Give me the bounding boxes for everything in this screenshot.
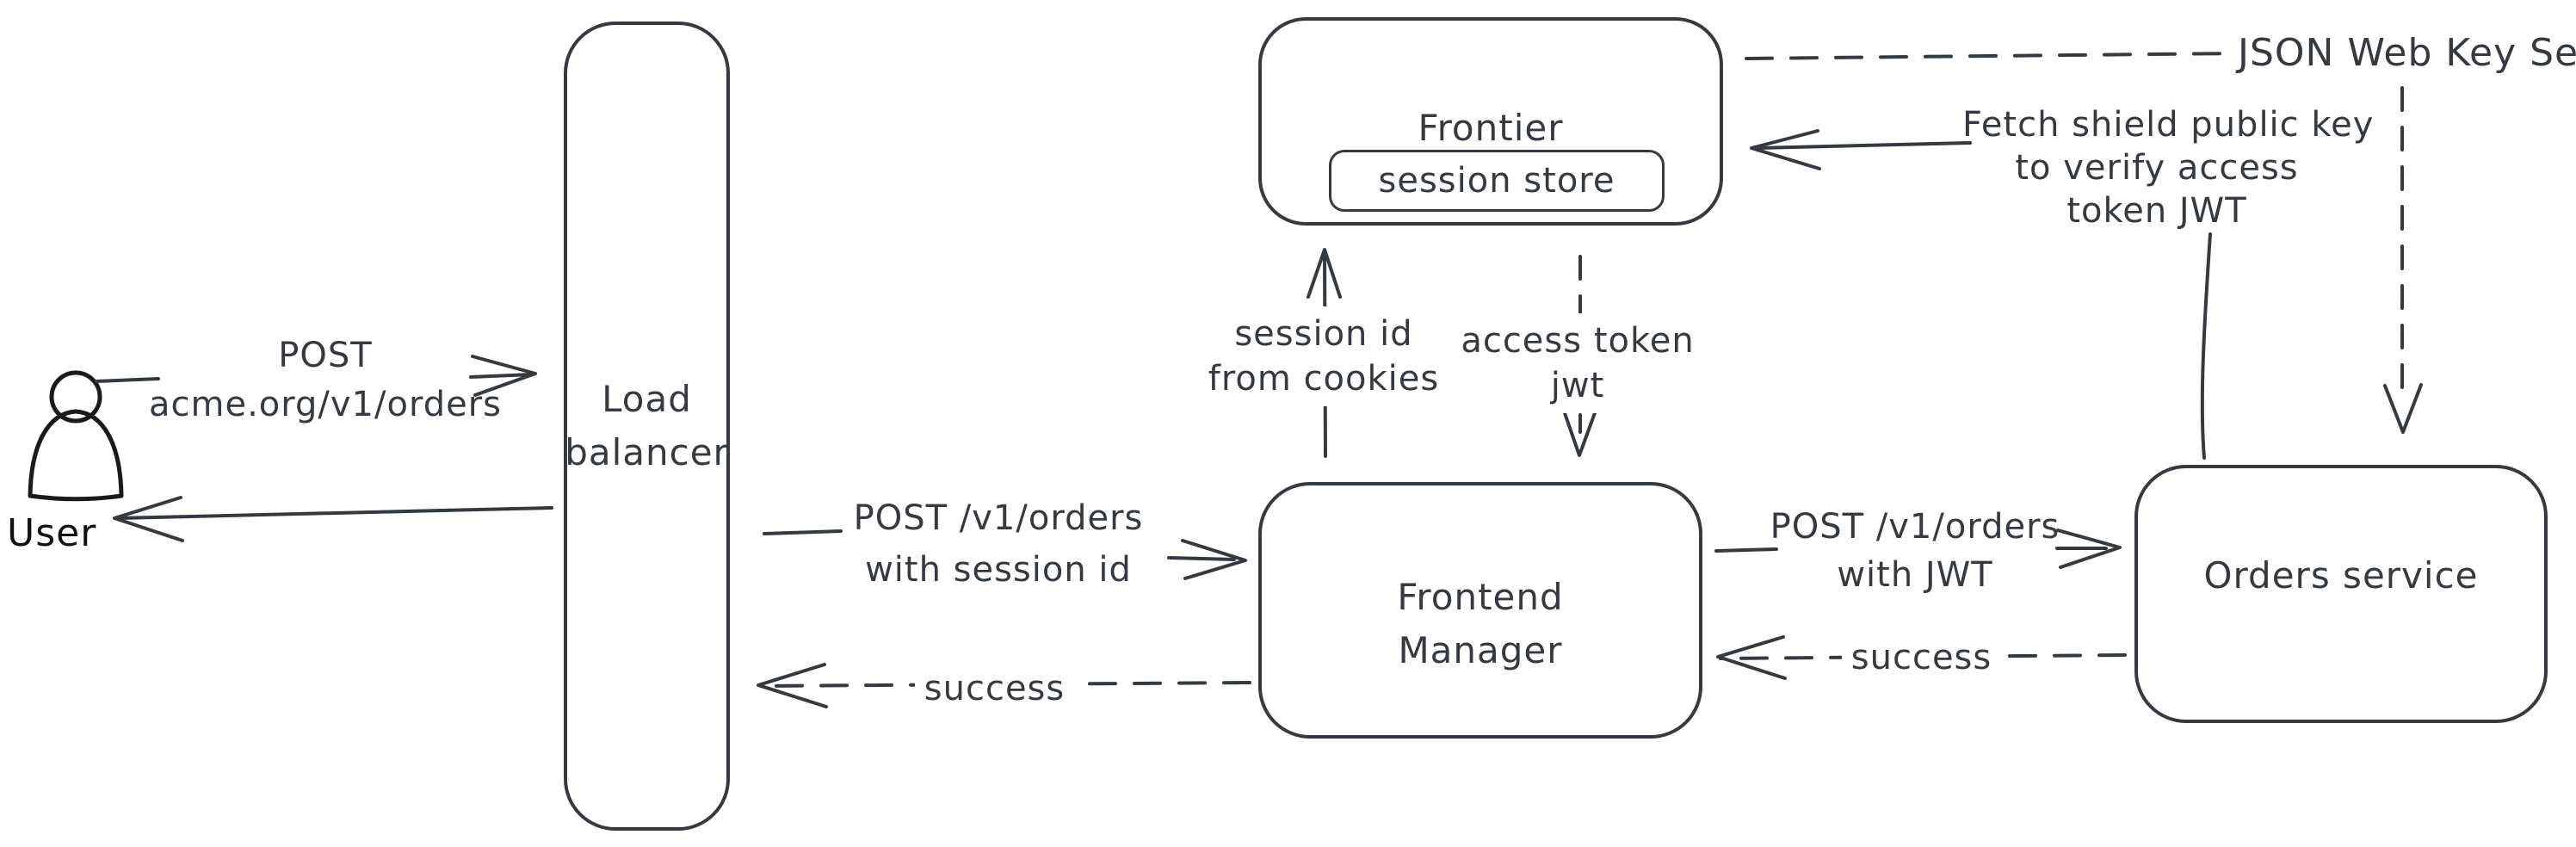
arrow-frontier-to-fm-arrowhead (1562, 409, 1597, 457)
label-access-token: access token jwt (1461, 313, 1695, 413)
label-orders-request-line1: POST /v1/orders (1770, 507, 2060, 547)
arrow-lb-to-fm-arrowhead (1181, 539, 1247, 580)
label-user-request-line1: POST (278, 336, 373, 375)
frontier-label: Frontier (1418, 107, 1564, 149)
arrow-lb-to-user-arrowhead (113, 496, 184, 542)
label-orders-response: success (1842, 639, 2001, 677)
label-orders-request: POST /v1/orders with JWT (1764, 503, 2066, 599)
label-user-request-line2: acme.org/v1/orders (149, 385, 502, 424)
arrow-fm-to-orders-tail (1714, 547, 1778, 553)
arrow-fm-to-frontier-arrowhead (1307, 248, 1342, 299)
node-load-balancer: Load balancer (564, 22, 730, 831)
arrow-lb-to-fm-tail (763, 529, 843, 535)
arrow-user-to-lb-arrowhead (471, 355, 537, 397)
arrow-fetch-to-frontier-line (1756, 141, 1972, 150)
frontend-manager-label-line1: Frontend (1397, 576, 1564, 618)
label-session-lookup-line1: session id (1234, 314, 1413, 354)
curve-orders-to-fetch-label (2200, 232, 2212, 460)
label-user-request: POST acme.org/v1/orders (145, 331, 506, 430)
user-icon (28, 370, 124, 502)
session-store-label: session store (1378, 161, 1615, 201)
arrow-user-to-lb-tail (95, 377, 160, 383)
label-session-lookup-line2: from cookies (1208, 359, 1440, 399)
label-fetch-key: Fetch shield public key to verify access… (1962, 103, 2375, 232)
label-lb-request: POST /v1/orders with session id (848, 492, 1149, 596)
label-orders-request-line2: with JWT (1837, 555, 1993, 595)
user-label: User (7, 511, 97, 555)
arrow-lb-to-fm-line (1167, 556, 1236, 561)
label-lb-request-line1: POST /v1/orders (853, 498, 1144, 538)
node-orders-service: Orders service (2134, 465, 2548, 723)
node-frontend-manager: Frontend Manager (1258, 482, 1702, 739)
label-session-lookup: session id from cookies (1207, 306, 1441, 406)
arrow-fm-to-lb-arrowhead (757, 663, 828, 708)
label-lb-request-line2: with session id (865, 550, 1132, 590)
label-fetch-key-line2: to verify access (2015, 148, 2299, 188)
arrow-orders-to-fm-arrowhead (1716, 635, 1787, 680)
label-fetch-key-line1: Fetch shield public key (1962, 105, 2375, 145)
load-balancer-label-line2: balancer (565, 431, 729, 473)
label-access-token-line2: jwt (1550, 366, 1605, 405)
arrow-lb-to-user-line (116, 506, 553, 520)
node-session-store: session store (1329, 150, 1665, 212)
user-body (28, 409, 124, 502)
load-balancer-label-line1: Load (602, 378, 692, 420)
line-frontier-to-jwks (1745, 52, 2237, 60)
arrow-jwks-to-orders-arrowhead (2383, 383, 2423, 434)
node-frontier: Frontier session store (1258, 17, 1723, 226)
arrow-fetch-to-frontier-arrowhead (1750, 129, 1821, 170)
user-head (49, 370, 102, 424)
label-jwks: JSON Web Key Set (2238, 31, 2576, 75)
arrow-user-to-lb-line (469, 373, 534, 379)
label-access-token-line1: access token (1461, 321, 1695, 361)
label-lb-response: success (915, 670, 1074, 708)
frontend-manager-label-line2: Manager (1398, 629, 1563, 671)
arrow-fm-to-orders-arrowhead (2056, 529, 2122, 569)
label-fetch-key-line3: token JWT (2066, 191, 2247, 231)
orders-service-label: Orders service (2203, 554, 2479, 597)
